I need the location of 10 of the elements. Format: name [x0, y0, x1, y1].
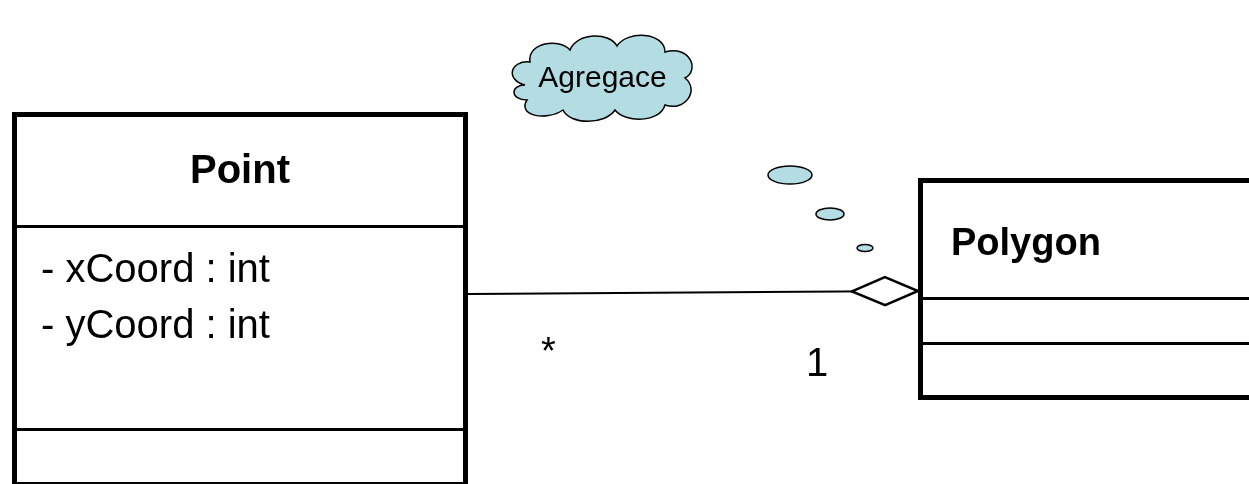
class-box: [918, 178, 1249, 400]
callout-text: Agregace: [537, 59, 668, 94]
multiplicity-label: *: [541, 330, 556, 373]
multiplicity-label: 1: [806, 340, 829, 385]
attribute-text: - xCoord : int: [41, 246, 270, 291]
class-box: [12, 112, 468, 484]
class-name: Polygon: [951, 221, 1101, 264]
attribute-text: - yCoord : int: [41, 302, 270, 347]
aggregation-connector: [467, 275, 920, 307]
class-name: Point: [189, 147, 291, 192]
